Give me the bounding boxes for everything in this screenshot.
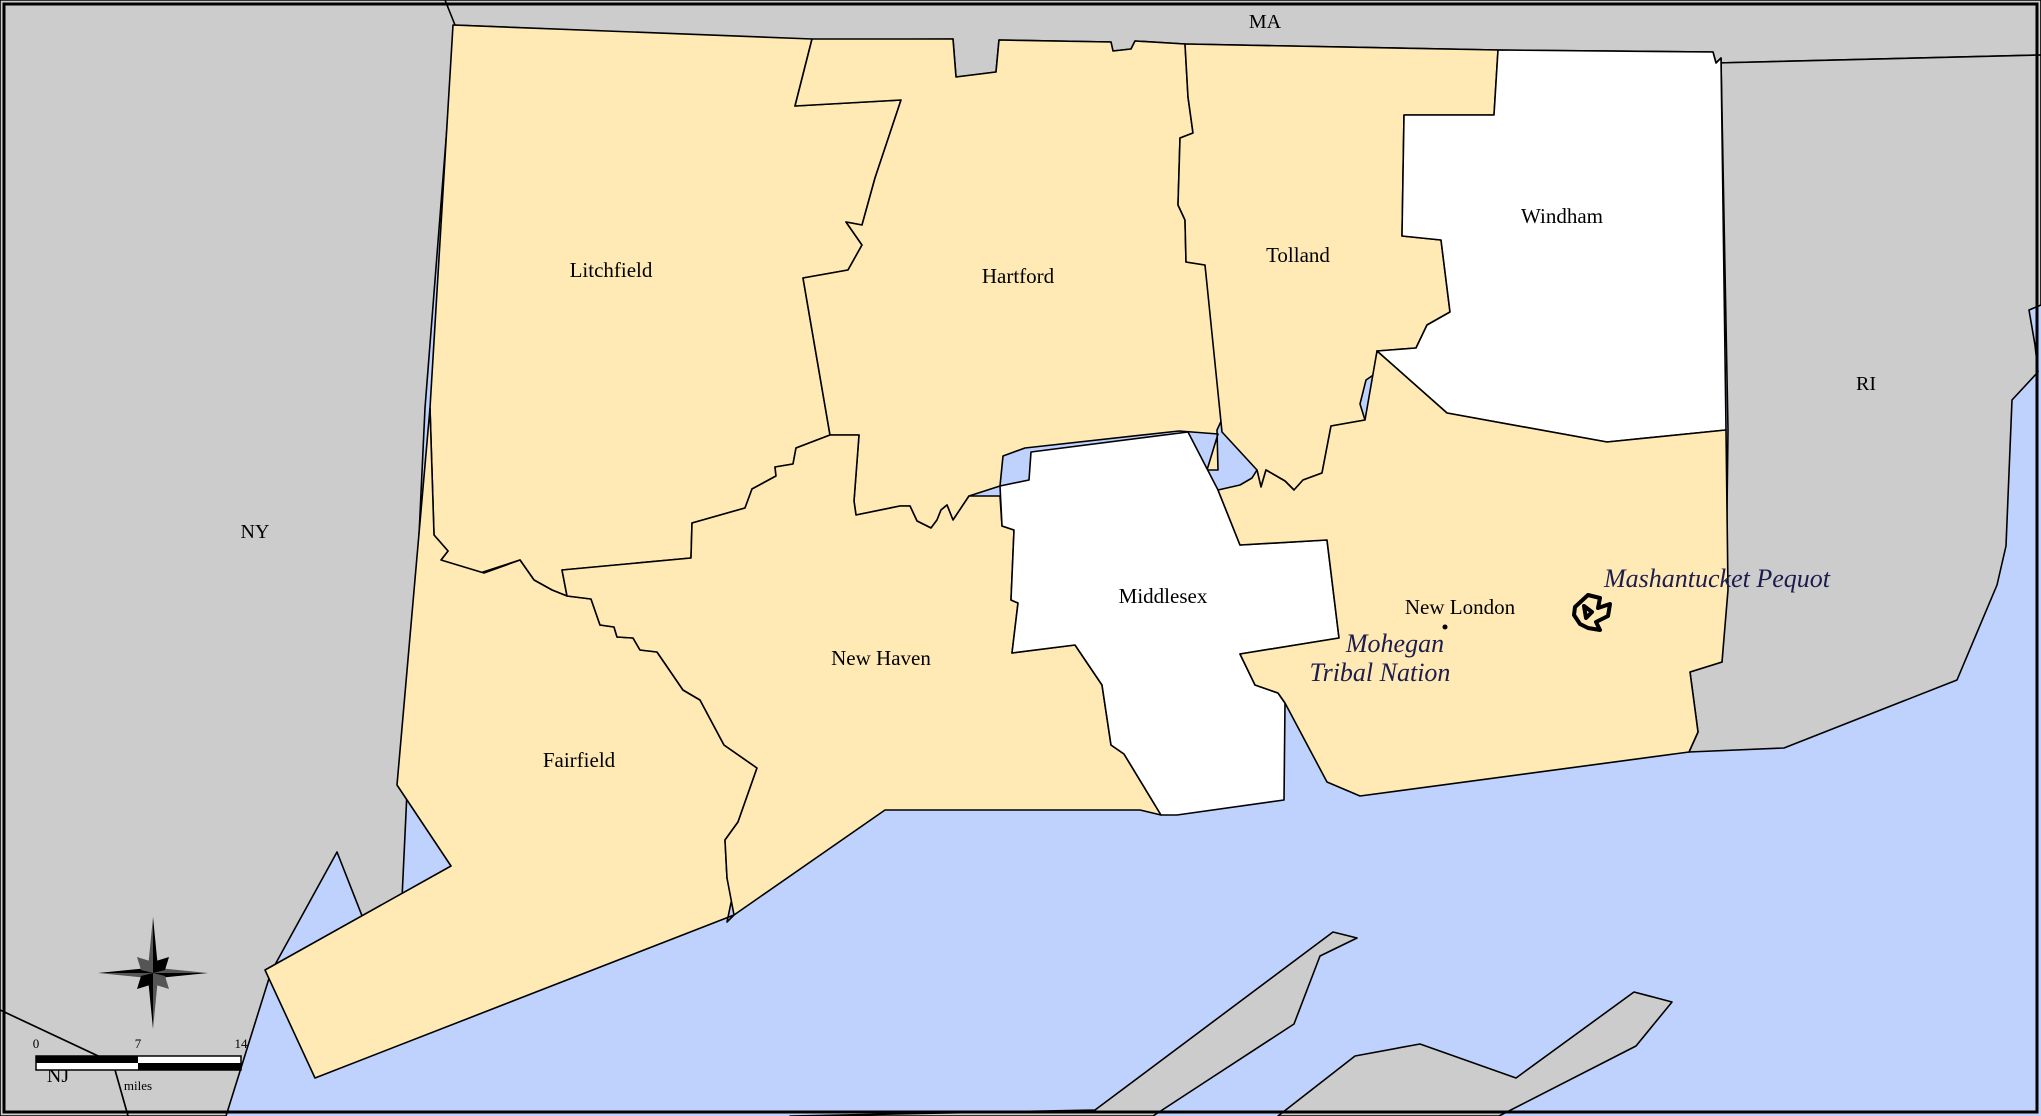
compass-rose-icon	[98, 917, 208, 1029]
county-hartford[interactable]	[794, 38, 1225, 529]
tribal-lands	[1442, 593, 1612, 632]
scale-unit: miles	[124, 1078, 152, 1093]
mohegan-reservation-dot[interactable]	[1442, 624, 1448, 630]
tribal-label-mohegan-line2: Tribal Nation	[1310, 658, 1451, 687]
scale-bar-segment-2	[138, 1063, 241, 1070]
state-label-ri: RI	[1856, 373, 1876, 395]
county-label-litchfield: Litchfield	[570, 258, 653, 282]
scale-tick-0: 0	[33, 1036, 40, 1051]
county-labels: Litchfield Hartford Tolland Windham Fair…	[543, 204, 1603, 772]
county-label-new-haven: New Haven	[831, 646, 931, 670]
land-long-island-fork-a	[789, 931, 1358, 1116]
county-label-tolland: Tolland	[1266, 243, 1330, 267]
counties	[264, 24, 1729, 1079]
tribal-label-mohegan-line1: Mohegan	[1345, 629, 1444, 658]
county-windham[interactable]	[1376, 49, 1727, 443]
scale-bar: 0 7 14 miles	[33, 1036, 248, 1093]
county-label-hartford: Hartford	[982, 264, 1055, 288]
tribal-label-mashantucket: Mashantucket Pequot	[1603, 564, 1831, 593]
land-rhode-island	[1688, 54, 2041, 753]
scale-bar-segment-1	[36, 1056, 138, 1063]
county-label-fairfield: Fairfield	[543, 748, 616, 772]
county-new-london[interactable]	[1217, 350, 1729, 797]
county-label-new-london: New London	[1405, 595, 1516, 619]
mashantucket-pequot-reservation[interactable]	[1572, 593, 1612, 632]
county-label-windham: Windham	[1521, 204, 1603, 228]
land-long-island-fork-b	[1277, 991, 1673, 1116]
county-label-middlesex: Middlesex	[1119, 584, 1208, 608]
state-labels: MA NY RI NJ	[47, 11, 1876, 1087]
scale-tick-7: 7	[135, 1036, 142, 1051]
state-label-ny: NY	[241, 521, 270, 543]
tribal-labels: Mashantucket Pequot Mohegan Tribal Natio…	[1310, 564, 1831, 687]
state-label-ma: MA	[1249, 11, 1282, 33]
scale-tick-14: 14	[235, 1036, 249, 1051]
